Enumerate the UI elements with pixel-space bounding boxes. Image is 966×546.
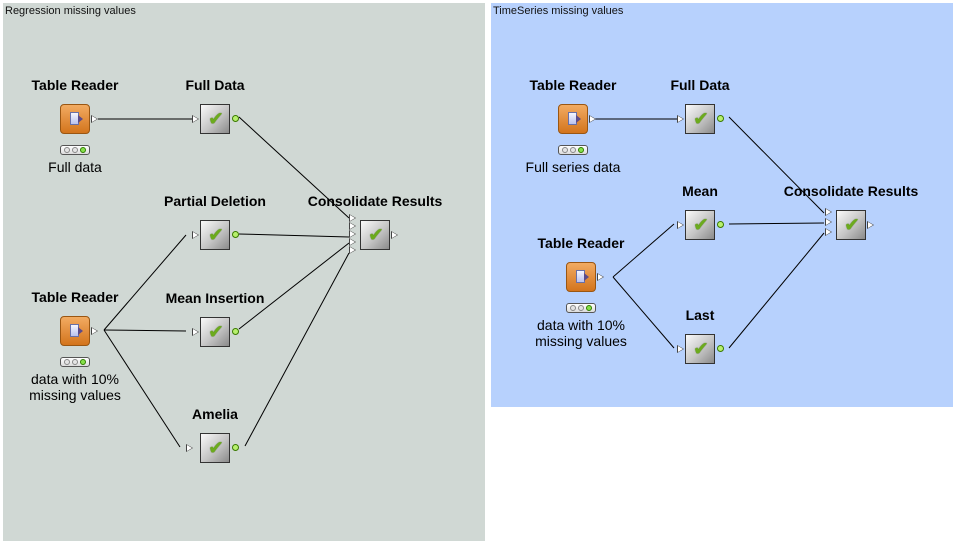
node-title: Partial Deletion bbox=[164, 193, 266, 209]
node-title: Amelia bbox=[192, 406, 238, 422]
node-box[interactable]: ✔ bbox=[685, 104, 715, 134]
input-port-1[interactable] bbox=[349, 214, 356, 222]
input-port-3[interactable] bbox=[349, 230, 356, 238]
output-port[interactable] bbox=[717, 345, 724, 352]
checkmark-icon: ✔ bbox=[844, 214, 860, 236]
input-port-3[interactable] bbox=[825, 228, 832, 236]
input-port-4[interactable] bbox=[349, 238, 356, 246]
input-port-2[interactable] bbox=[349, 222, 356, 230]
arrow-icon bbox=[576, 115, 581, 123]
node-title: Last bbox=[685, 307, 715, 323]
node-status-indicator bbox=[558, 145, 588, 155]
checkmark-icon: ✔ bbox=[693, 214, 709, 236]
checkmark-icon: ✔ bbox=[208, 108, 224, 130]
arrow-icon bbox=[584, 273, 589, 281]
output-port[interactable] bbox=[717, 115, 724, 122]
checkmark-icon: ✔ bbox=[208, 321, 224, 343]
node-status-indicator bbox=[60, 357, 90, 367]
output-port[interactable] bbox=[232, 328, 239, 335]
node-status-indicator bbox=[60, 145, 90, 155]
arrow-icon bbox=[78, 327, 83, 335]
node-title: Table Reader bbox=[31, 77, 119, 93]
node-box[interactable]: ✔ bbox=[200, 317, 230, 347]
input-port[interactable] bbox=[186, 444, 193, 452]
output-port[interactable] bbox=[867, 221, 874, 229]
checkmark-icon: ✔ bbox=[693, 108, 709, 130]
node-box[interactable]: ✔ bbox=[360, 220, 390, 250]
checkmark-icon: ✔ bbox=[368, 224, 384, 246]
panel-title: TimeSeries missing values bbox=[493, 5, 624, 17]
input-port-2[interactable] bbox=[825, 218, 832, 226]
output-port[interactable] bbox=[391, 231, 398, 239]
output-port[interactable] bbox=[91, 115, 98, 123]
input-port[interactable] bbox=[192, 115, 199, 123]
table-reader-icon[interactable] bbox=[566, 262, 596, 292]
table-reader-icon[interactable] bbox=[60, 316, 90, 346]
input-port[interactable] bbox=[192, 328, 199, 336]
table-reader-icon[interactable] bbox=[558, 104, 588, 134]
node-title: Table Reader bbox=[529, 77, 617, 93]
regression-workflow-panel[interactable]: Regression missing values Table Reader F… bbox=[3, 3, 485, 541]
node-label: data with 10% missing values bbox=[535, 317, 627, 349]
timeseries-workflow-panel[interactable]: TimeSeries missing values Table Reader F… bbox=[491, 3, 953, 407]
node-label: Full series data bbox=[525, 159, 621, 175]
node-title: Consolidate Results bbox=[307, 193, 443, 209]
node-status-indicator bbox=[566, 303, 596, 313]
node-title: Mean bbox=[682, 183, 718, 199]
node-box[interactable]: ✔ bbox=[836, 210, 866, 240]
node-label: Full data bbox=[48, 159, 102, 175]
node-title: Full Data bbox=[185, 77, 245, 93]
output-port[interactable] bbox=[717, 221, 724, 228]
input-port[interactable] bbox=[192, 231, 199, 239]
input-port[interactable] bbox=[677, 345, 684, 353]
input-port-5[interactable] bbox=[349, 246, 356, 254]
node-box[interactable]: ✔ bbox=[200, 433, 230, 463]
input-port-1[interactable] bbox=[825, 208, 832, 216]
arrow-icon bbox=[78, 115, 83, 123]
panel-title: Regression missing values bbox=[5, 5, 136, 17]
checkmark-icon: ✔ bbox=[693, 338, 709, 360]
node-title: Mean Insertion bbox=[165, 290, 265, 306]
output-port[interactable] bbox=[91, 327, 98, 335]
node-title: Full Data bbox=[670, 77, 730, 93]
output-port[interactable] bbox=[232, 444, 239, 451]
input-port[interactable] bbox=[677, 115, 684, 123]
output-port[interactable] bbox=[232, 231, 239, 238]
node-box[interactable]: ✔ bbox=[685, 210, 715, 240]
output-port[interactable] bbox=[589, 115, 596, 123]
table-reader-icon[interactable] bbox=[60, 104, 90, 134]
node-title: Table Reader bbox=[537, 235, 625, 251]
node-box[interactable]: ✔ bbox=[200, 104, 230, 134]
input-port[interactable] bbox=[677, 221, 684, 229]
node-box[interactable]: ✔ bbox=[685, 334, 715, 364]
node-box[interactable]: ✔ bbox=[200, 220, 230, 250]
output-port[interactable] bbox=[232, 115, 239, 122]
output-port[interactable] bbox=[597, 273, 604, 281]
checkmark-icon: ✔ bbox=[208, 437, 224, 459]
checkmark-icon: ✔ bbox=[208, 224, 224, 246]
node-title: Table Reader bbox=[31, 289, 119, 305]
node-title: Consolidate Results bbox=[783, 183, 919, 199]
node-label: data with 10% missing values bbox=[29, 371, 121, 403]
